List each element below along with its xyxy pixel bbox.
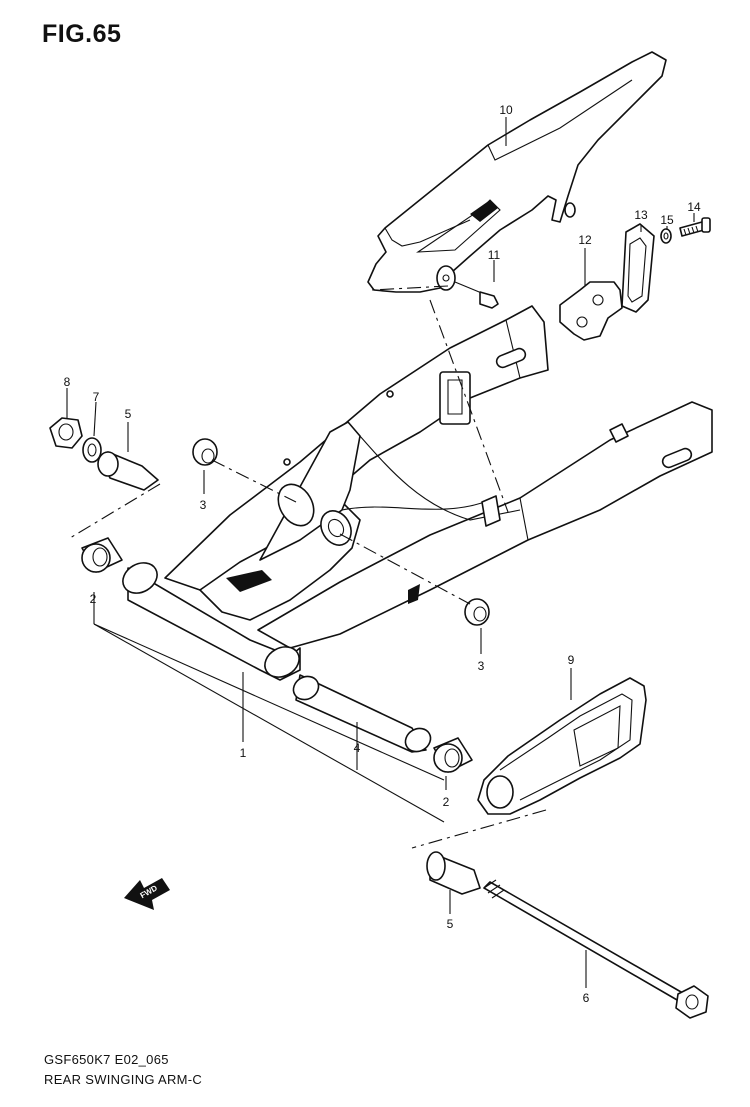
callout-1: 1 [240, 746, 247, 760]
nut-part-8[interactable] [49, 417, 83, 449]
chain-slider-part-9[interactable] [477, 677, 647, 815]
pad-part-13[interactable] [621, 223, 655, 313]
callout-5-upper: 5 [125, 407, 132, 421]
alignment-lines [69, 285, 547, 849]
needle-bearing-part-2-left[interactable] [81, 537, 123, 573]
callout-6: 6 [583, 991, 590, 1005]
pivot-shaft-part-6[interactable] [483, 879, 709, 1019]
callout-5-lower: 5 [447, 917, 454, 931]
needle-bearing-part-2-right[interactable] [433, 737, 473, 773]
figure-title: FIG.65 [42, 20, 122, 48]
callout-2-right: 2 [443, 795, 450, 809]
washer-part-15[interactable] [660, 228, 672, 244]
leader-lines [66, 117, 695, 988]
bearing-part-3-upper[interactable] [192, 438, 218, 466]
screw-part-14[interactable] [679, 217, 711, 237]
fwd-arrow-icon: FWD [124, 878, 170, 910]
bolt-part-11[interactable] [454, 281, 499, 309]
callout-13: 13 [634, 208, 648, 222]
callout-3-upper: 3 [200, 498, 207, 512]
washer-part-7[interactable] [82, 437, 102, 463]
callout-11: 11 [488, 248, 501, 262]
callout-9: 9 [568, 653, 575, 667]
callout-4: 4 [354, 741, 361, 755]
bracket-part-12[interactable] [559, 281, 623, 341]
callout-8: 8 [64, 375, 71, 389]
callout-12: 12 [578, 233, 592, 247]
spacer-tube-part-4[interactable] [289, 672, 435, 756]
swing-arm-part-1[interactable] [117, 305, 713, 683]
callout-15: 15 [660, 213, 674, 227]
callout-10: 10 [499, 103, 513, 117]
footer-name: REAR SWINGING ARM-C [44, 1072, 203, 1087]
callout-2-left: 2 [90, 592, 97, 606]
footer-code: GSF650K7 E02_065 [44, 1052, 169, 1067]
collar-part-5-upper[interactable] [97, 451, 159, 491]
chain-guard-part-10[interactable] [367, 51, 667, 293]
callout-7: 7 [93, 390, 100, 404]
bearing-part-3-lower[interactable] [464, 598, 490, 626]
callout-labels: 1 2 2 3 3 4 5 5 6 7 8 9 10 11 12 13 14 1… [64, 103, 701, 1005]
callout-14: 14 [687, 200, 701, 214]
callout-3-lower: 3 [478, 659, 485, 673]
collar-part-5-lower[interactable] [426, 851, 481, 895]
